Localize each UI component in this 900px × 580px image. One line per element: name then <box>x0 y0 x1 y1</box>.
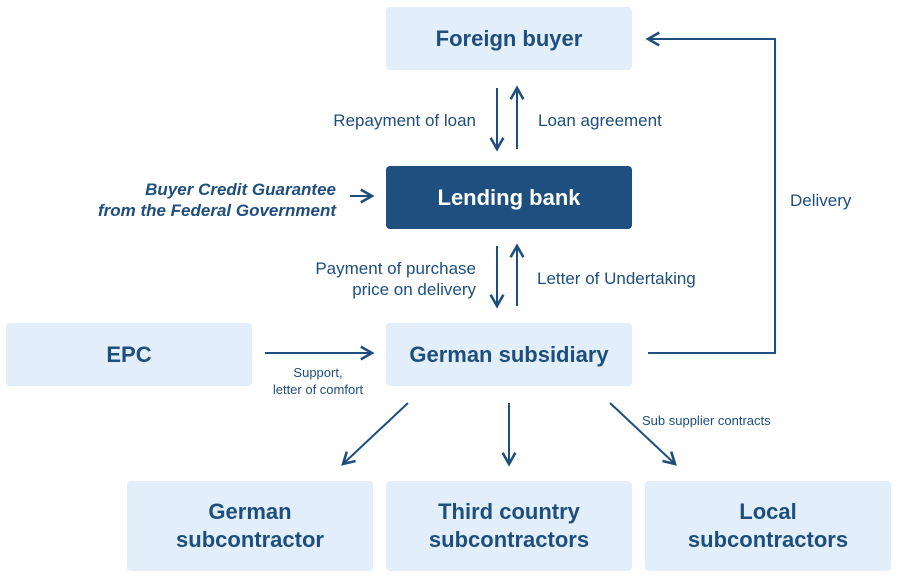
node-local-subcontractors: Local subcontractors <box>645 481 891 571</box>
node-german-subcontractor-line1: German <box>208 499 292 524</box>
arrow-to-local <box>609 402 677 466</box>
node-german-subcontractor: German subcontractor <box>127 481 373 571</box>
arrow-to-german-subcontractor <box>341 402 409 466</box>
node-local-line2: subcontractors <box>687 527 849 552</box>
label-payment-line1: Payment of purchase <box>315 259 476 278</box>
node-third-country-line1: Third country <box>438 499 580 524</box>
node-epc-label: EPC <box>106 341 152 367</box>
node-german-subsidiary: German subsidiary <box>386 323 632 386</box>
label-guarantee-line1: Buyer Credit Guarantee <box>145 180 336 199</box>
label-letter-of-undertaking: Letter of Undertaking <box>537 269 696 288</box>
node-epc: EPC <box>6 323 252 386</box>
label-loan-agreement: Loan agreement <box>538 111 662 130</box>
arrow-delivery <box>645 31 776 354</box>
label-buyer-credit-guarantee: Buyer Credit Guarantee from the Federal … <box>98 179 336 221</box>
label-sub-supplier-contracts: Sub supplier contracts <box>642 413 771 428</box>
label-repayment-of-loan: Repayment of loan <box>333 111 476 130</box>
node-third-country-subcontractors: Third country subcontractors <box>386 481 632 571</box>
node-foreign-buyer-label: Foreign buyer <box>435 25 583 51</box>
label-payment-line2: price on delivery <box>352 280 476 299</box>
node-lending-bank-label: Lending bank <box>437 184 581 210</box>
label-support-line1: Support, <box>293 365 343 380</box>
label-support-letter-of-comfort: Support, letter of comfort <box>262 364 374 398</box>
node-foreign-buyer: Foreign buyer <box>386 7 632 70</box>
label-support-line2: letter of comfort <box>272 382 364 397</box>
node-local-line1: Local <box>739 499 797 524</box>
node-german-subsidiary-label: German subsidiary <box>409 341 609 367</box>
label-payment-of-purchase-price: Payment of purchase price on delivery <box>315 258 476 300</box>
node-lending-bank: Lending bank <box>386 166 632 229</box>
node-third-country-line2: subcontractors <box>428 527 590 552</box>
node-german-subcontractor-line2: subcontractor <box>176 527 324 552</box>
label-guarantee-line2: from the Federal Government <box>97 201 336 220</box>
label-delivery: Delivery <box>790 191 852 210</box>
